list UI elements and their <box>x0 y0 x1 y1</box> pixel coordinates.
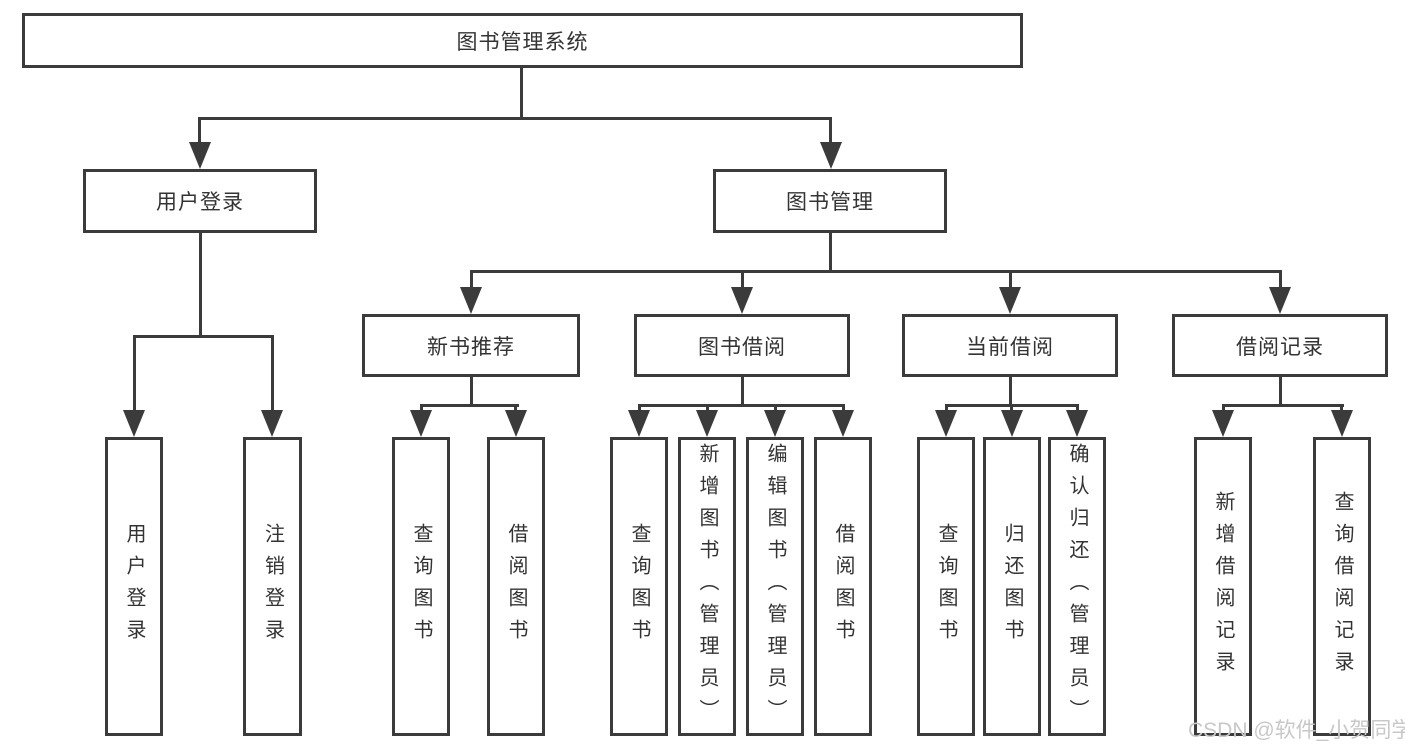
leaf-user-login: 用户登录 <box>105 437 163 736</box>
connector-line <box>842 404 845 413</box>
connector-line <box>1009 270 1012 288</box>
arrow-down-icon <box>1269 287 1291 314</box>
leaf-add-book-admin-label: 新增图书（管理员） <box>696 442 718 731</box>
arrow-down-icon <box>628 410 650 437</box>
connector-line <box>420 404 519 407</box>
leaf-confirm-return-admin-label: 确认归还（管理员） <box>1066 442 1088 731</box>
leaf-user-login-label: 用户登录 <box>123 522 145 651</box>
connector-line <box>1009 375 1012 406</box>
arrow-down-icon <box>935 410 957 437</box>
connector-line <box>945 404 948 413</box>
leaf-add-book-admin: 新增图书（管理员） <box>678 437 736 736</box>
arrow-down-icon <box>820 142 842 169</box>
arrow-down-icon <box>731 287 753 314</box>
leaf-borrow-books-recommend: 借阅图书 <box>487 437 545 736</box>
leaf-query-borrow-record-label: 查询借阅记录 <box>1331 490 1353 683</box>
connector-line <box>271 335 274 411</box>
arrow-down-icon <box>123 410 145 437</box>
connector-line <box>638 404 845 407</box>
arrow-down-icon <box>1001 410 1023 437</box>
connector-line <box>829 117 832 145</box>
node-current-borrow-label: 当前借阅 <box>966 335 1054 359</box>
leaf-query-borrow-record: 查询借阅记录 <box>1313 437 1371 736</box>
connector-line <box>1222 404 1225 413</box>
connector-line <box>829 231 832 271</box>
leaf-return-book-label: 归还图书 <box>1001 522 1023 651</box>
node-current-borrow: 当前借阅 <box>902 314 1118 377</box>
arrow-down-icon <box>764 410 786 437</box>
connector-line <box>1279 375 1282 406</box>
node-book-borrow: 图书借阅 <box>634 314 850 377</box>
node-borrow-record-label: 借阅记录 <box>1236 335 1324 359</box>
connector-line <box>1010 404 1013 413</box>
connector-line <box>133 335 274 338</box>
arrow-down-icon <box>505 410 527 437</box>
leaf-query-books-recommend-label: 查询图书 <box>410 522 432 651</box>
arrow-down-icon <box>410 410 432 437</box>
leaf-logout: 注销登录 <box>243 437 302 736</box>
leaf-confirm-return-admin: 确认归还（管理员） <box>1048 437 1106 736</box>
arrow-down-icon <box>999 287 1021 314</box>
arrow-down-icon <box>1331 410 1353 437</box>
connector-line <box>741 270 744 288</box>
connector-line <box>1340 404 1343 413</box>
connector-line <box>1279 270 1282 288</box>
connector-line <box>1222 404 1344 407</box>
leaf-borrow-books-recommend-label: 借阅图书 <box>505 522 527 651</box>
connector-line <box>470 270 1282 273</box>
leaf-add-borrow-record: 新增借阅记录 <box>1194 437 1252 736</box>
connector-line <box>706 404 709 413</box>
node-root: 图书管理系统 <box>22 13 1023 68</box>
arrow-down-icon <box>189 142 211 169</box>
leaf-borrow-books-borrow: 借阅图书 <box>814 437 872 736</box>
connector-line <box>133 335 136 411</box>
leaf-add-borrow-record-label: 新增借阅记录 <box>1212 490 1234 683</box>
connector-line <box>198 117 832 120</box>
connector-line <box>470 375 473 406</box>
connector-line <box>520 66 523 118</box>
connector-line <box>198 117 201 145</box>
arrow-down-icon <box>1066 410 1088 437</box>
connector-line <box>1076 404 1079 413</box>
connector-line <box>420 404 423 413</box>
leaf-return-book: 归还图书 <box>983 437 1041 736</box>
node-root-label: 图书管理系统 <box>456 30 589 54</box>
arrow-down-icon <box>832 410 854 437</box>
node-book-borrow-label: 图书借阅 <box>698 335 786 359</box>
node-user-login: 用户登录 <box>83 169 317 233</box>
arrow-down-icon <box>261 410 283 437</box>
leaf-query-books-borrow-label: 查询图书 <box>628 522 650 651</box>
leaf-query-books-current-label: 查询图书 <box>935 522 957 651</box>
node-new-book-recommend-label: 新书推荐 <box>427 335 515 359</box>
arrow-down-icon <box>460 287 482 314</box>
leaf-query-books-recommend: 查询图书 <box>392 437 450 736</box>
leaf-edit-book-admin-label: 编辑图书（管理员） <box>764 442 786 731</box>
leaf-query-books-borrow: 查询图书 <box>610 437 668 736</box>
node-user-login-label: 用户登录 <box>156 191 244 214</box>
node-borrow-record: 借阅记录 <box>1172 314 1388 377</box>
leaf-logout-label: 注销登录 <box>261 522 284 651</box>
connector-line <box>514 404 517 413</box>
connector-line <box>741 375 744 406</box>
leaf-edit-book-admin: 编辑图书（管理员） <box>746 437 804 736</box>
watermark: CSDN @软件_小贺同学 <box>1188 719 1405 742</box>
leaf-borrow-books-borrow-label: 借阅图书 <box>832 522 854 651</box>
arrow-down-icon <box>1212 410 1234 437</box>
arrow-down-icon <box>696 410 718 437</box>
connector-line <box>638 404 641 413</box>
node-book-management-label: 图书管理 <box>786 191 874 214</box>
connector-line <box>470 270 473 288</box>
connector-line <box>199 231 202 336</box>
connector-line <box>774 404 777 413</box>
leaf-query-books-current: 查询图书 <box>917 437 975 736</box>
node-new-book-recommend: 新书推荐 <box>362 314 580 377</box>
node-book-management: 图书管理 <box>713 169 947 233</box>
